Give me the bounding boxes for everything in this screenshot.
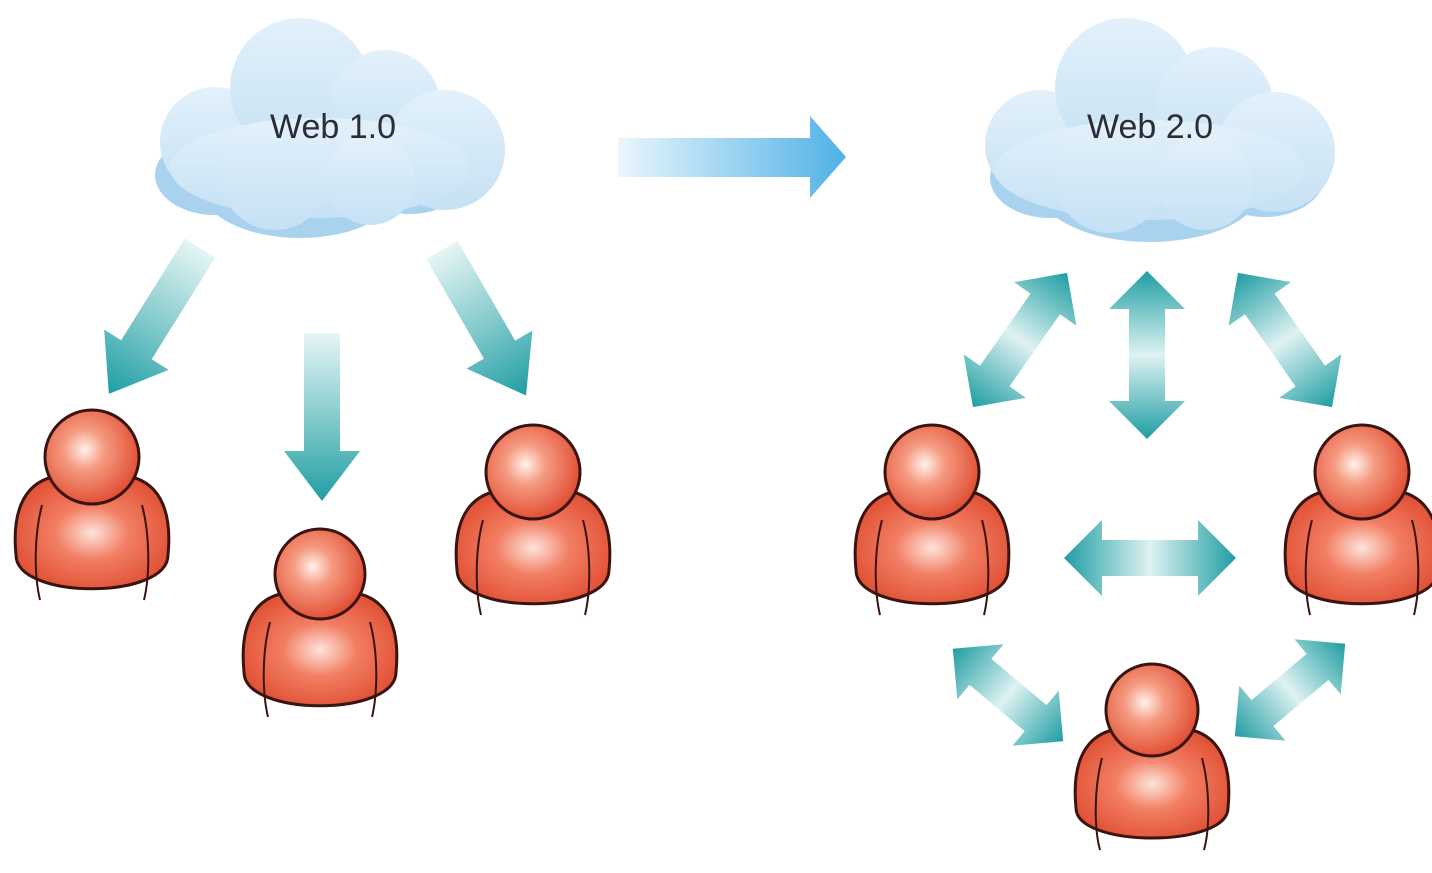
double-arrow-icon [1109,271,1185,439]
cloud-icon [155,18,505,238]
transition-arrow-icon [618,116,846,198]
arrow-down-icon [284,333,360,501]
user-icon [1073,662,1231,851]
web-2-users [853,423,1432,851]
web-2-label: Web 2.0 [1087,108,1213,146]
web-1-cloud: Web 1.0 [155,18,505,238]
web-2-arrows [952,271,1346,746]
double-arrow-icon [963,272,1077,408]
double-arrow-icon [1064,520,1236,596]
web-1-users [13,408,612,718]
arrow-down-icon [426,241,533,396]
double-arrow-icon [952,644,1064,746]
cloud-icon [985,18,1335,242]
web-2-cloud: Web 2.0 [985,18,1335,242]
double-arrow-icon [1228,272,1342,408]
user-icon [241,527,399,718]
arrow-down-icon [104,238,216,394]
user-icon [13,408,171,601]
user-icon [853,423,1011,616]
double-arrow-icon [1234,639,1346,741]
user-icon [454,423,612,616]
web-1-label: Web 1.0 [270,108,396,146]
user-icon [1283,423,1432,616]
web-1-arrows [104,238,533,501]
